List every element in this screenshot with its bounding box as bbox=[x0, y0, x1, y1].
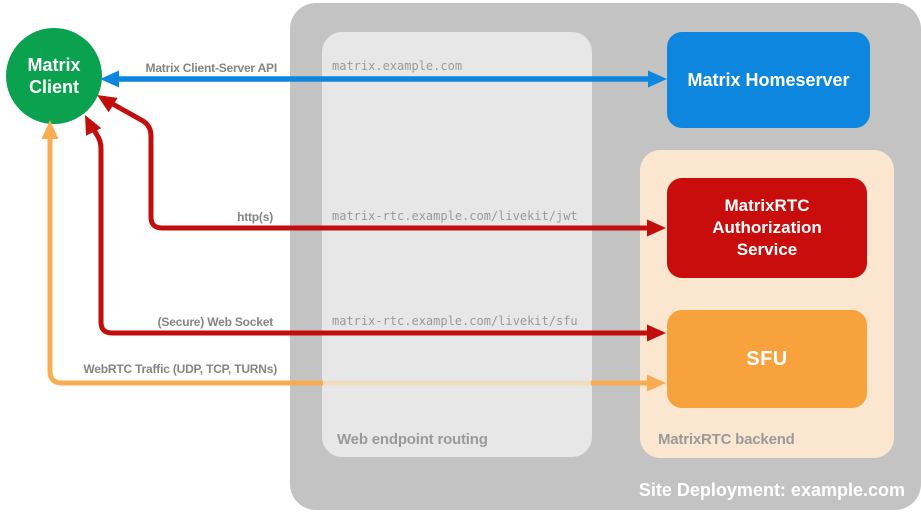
endpoint-livekit-jwt: matrix-rtc.example.com/livekit/jwt bbox=[332, 209, 578, 223]
endpoint-matrix-domain: matrix.example.com bbox=[332, 59, 463, 73]
sfu-label: SFU bbox=[746, 347, 788, 370]
endpoint-livekit-sfu: matrix-rtc.example.com/livekit/sfu bbox=[332, 314, 578, 328]
webrtc-traffic-label: WebRTC Traffic (UDP, TCP, TURNs) bbox=[83, 362, 277, 376]
matrix-homeserver-node: Matrix Homeserver bbox=[667, 32, 870, 128]
https-arrow-label: http(s) bbox=[237, 210, 273, 224]
matrixrtc-authorization-service-label: MatrixRTC Authorization Service bbox=[712, 195, 822, 260]
matrixrtc-authorization-service-node: MatrixRTC Authorization Service bbox=[667, 178, 867, 278]
web-endpoint-routing-panel bbox=[322, 32, 592, 457]
matrix-client-node: Matrix Client bbox=[6, 28, 102, 124]
routing-panel-title: Web endpoint routing bbox=[337, 431, 488, 448]
client-server-api-arrowhead-client bbox=[100, 70, 119, 88]
websocket-arrow-label: (Secure) Web Socket bbox=[157, 315, 274, 329]
deployment-panel-title: Site Deployment: example.com bbox=[638, 480, 905, 500]
matrix-client-label: Matrix Client bbox=[27, 54, 81, 98]
matrix-homeserver-label: Matrix Homeserver bbox=[687, 69, 850, 90]
client-server-api-label: Matrix Client-Server API bbox=[145, 61, 278, 75]
sfu-node: SFU bbox=[667, 310, 867, 408]
backend-panel-title: MatrixRTC backend bbox=[658, 431, 795, 448]
